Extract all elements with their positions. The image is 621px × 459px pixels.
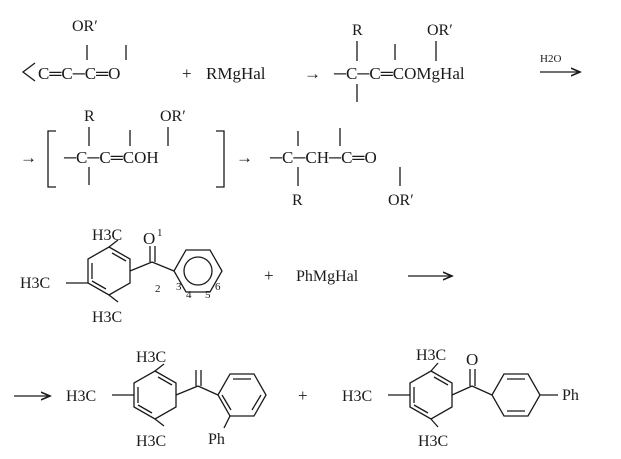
phenyl-label: Ph xyxy=(562,387,579,404)
bond-carbonyl-left xyxy=(129,261,153,272)
phenyl-grignard: PhMgHal xyxy=(296,268,359,285)
ring-inner-bond xyxy=(251,394,262,411)
bracket-right xyxy=(216,130,225,188)
bond-phenyl xyxy=(223,415,231,429)
ring-inner-bond xyxy=(221,394,232,411)
reactant-enone: OR′ C═C─C═O xyxy=(21,18,127,83)
arrow-2: → xyxy=(20,148,37,167)
methyl-left-label: H3C xyxy=(20,275,50,292)
carbonyl-o-label: O xyxy=(466,350,478,369)
methyl-top-label: H3C xyxy=(136,349,166,366)
atom-number-5: 5 xyxy=(205,289,211,301)
phenyl-ring xyxy=(173,249,223,293)
bond-methyl-top xyxy=(430,362,439,372)
ring-inner-bond xyxy=(111,252,127,262)
atom-number-6: 6 xyxy=(215,281,221,293)
grignard-reagent: RMgHal xyxy=(206,64,266,83)
carbonyl-o-label: O xyxy=(143,229,155,248)
plus-3: + xyxy=(298,386,308,405)
bracket-left xyxy=(47,130,56,188)
atom-number-4: 4 xyxy=(186,289,192,301)
methyl-bottom-label: H3C xyxy=(92,309,122,326)
methyl-top-label: H3C xyxy=(92,227,122,244)
phenyl-label: Ph xyxy=(208,431,225,448)
ring-inner-bond xyxy=(137,404,153,414)
enolate-or-label: OR′ xyxy=(427,22,453,39)
bond-carbonyl-left xyxy=(175,385,199,396)
arrow-3: → xyxy=(236,148,253,167)
methyl-bottom-label: H3C xyxy=(418,433,448,450)
mesityl-ring xyxy=(133,370,177,420)
enol-r-label: R xyxy=(84,108,95,125)
product-core-label: ─C─CH─C═O xyxy=(269,148,377,167)
bond-carbonyl-right xyxy=(471,385,493,396)
phenyl-aromatic-circle xyxy=(183,256,213,286)
saturated-ester-product: ─C─CH─C═O R OR′ xyxy=(269,128,414,209)
ring-inner-bond xyxy=(157,376,173,386)
product-r-label: R xyxy=(292,192,303,209)
enol-or-label: OR′ xyxy=(160,108,186,125)
row4: H3C H3C H3C Ph + H3C H3C H3C xyxy=(14,347,579,450)
ring-inner-bond xyxy=(433,376,449,386)
mesityl-ring xyxy=(87,246,131,296)
mesityl-ring xyxy=(409,370,453,420)
plus-2: + xyxy=(264,266,274,285)
atom-number-2: 2 xyxy=(155,283,161,295)
aryl-ring xyxy=(491,373,541,417)
product-or-label: OR′ xyxy=(388,192,414,209)
atom-number-1: 1 xyxy=(157,227,163,239)
water-label: H2O xyxy=(540,53,561,65)
bond-carbonyl-right xyxy=(197,385,219,396)
enolate-core-label: ─C─C═COMgHal xyxy=(333,64,465,83)
atom-number-3: 3 xyxy=(176,281,182,293)
bond-methyl-bottom xyxy=(430,418,439,428)
arrow-1: → xyxy=(304,64,321,83)
para-addition-product: H3C H3C H3C O Ph xyxy=(342,347,579,450)
aryl-ring xyxy=(217,373,267,417)
bond-methyl-bottom xyxy=(154,418,165,427)
row3: H3C H3C H3C O 1 2 3 4 5 6 + PhMgHal xyxy=(20,227,452,326)
enol-intermediate: R OR′ ─C─C═COH xyxy=(63,108,186,185)
bond-methyl-bottom xyxy=(108,294,119,303)
methyl-left-label: H3C xyxy=(342,388,372,405)
magnesium-enolate: R OR′ ─C─C═COMgHal xyxy=(333,22,465,102)
methyl-bottom-label: H3C xyxy=(136,433,166,450)
row2: → R OR′ ─C─C═COH → ─C─CH─C═O R OR′ xyxy=(20,108,414,209)
bond-methyl-top xyxy=(108,239,119,248)
reactant-core-label: C═C─C═O xyxy=(38,64,120,83)
row1: OR′ C═C─C═O + RMgHal → R OR′ ─C─C═COMgHa… xyxy=(21,18,580,102)
enol-core-label: ─C─C═COH xyxy=(63,148,159,167)
enolate-r-label: R xyxy=(352,22,363,39)
ring-inner-bond xyxy=(413,404,429,414)
plus-1: + xyxy=(182,64,192,83)
bond-carbonyl-right xyxy=(151,261,175,272)
ortho-addition-product: H3C H3C H3C Ph xyxy=(66,349,267,450)
substituent-bond xyxy=(21,62,36,82)
reactant-or-label: OR′ xyxy=(72,18,98,35)
bond-carbonyl-left xyxy=(451,385,473,396)
bond-methyl-top xyxy=(154,363,165,372)
ring-inner-bond xyxy=(91,280,107,290)
mesityl-phenyl-ketone: H3C H3C H3C O 1 2 3 4 5 6 xyxy=(20,227,223,326)
methyl-left-label: H3C xyxy=(66,388,96,405)
methyl-top-label: H3C xyxy=(416,347,446,364)
